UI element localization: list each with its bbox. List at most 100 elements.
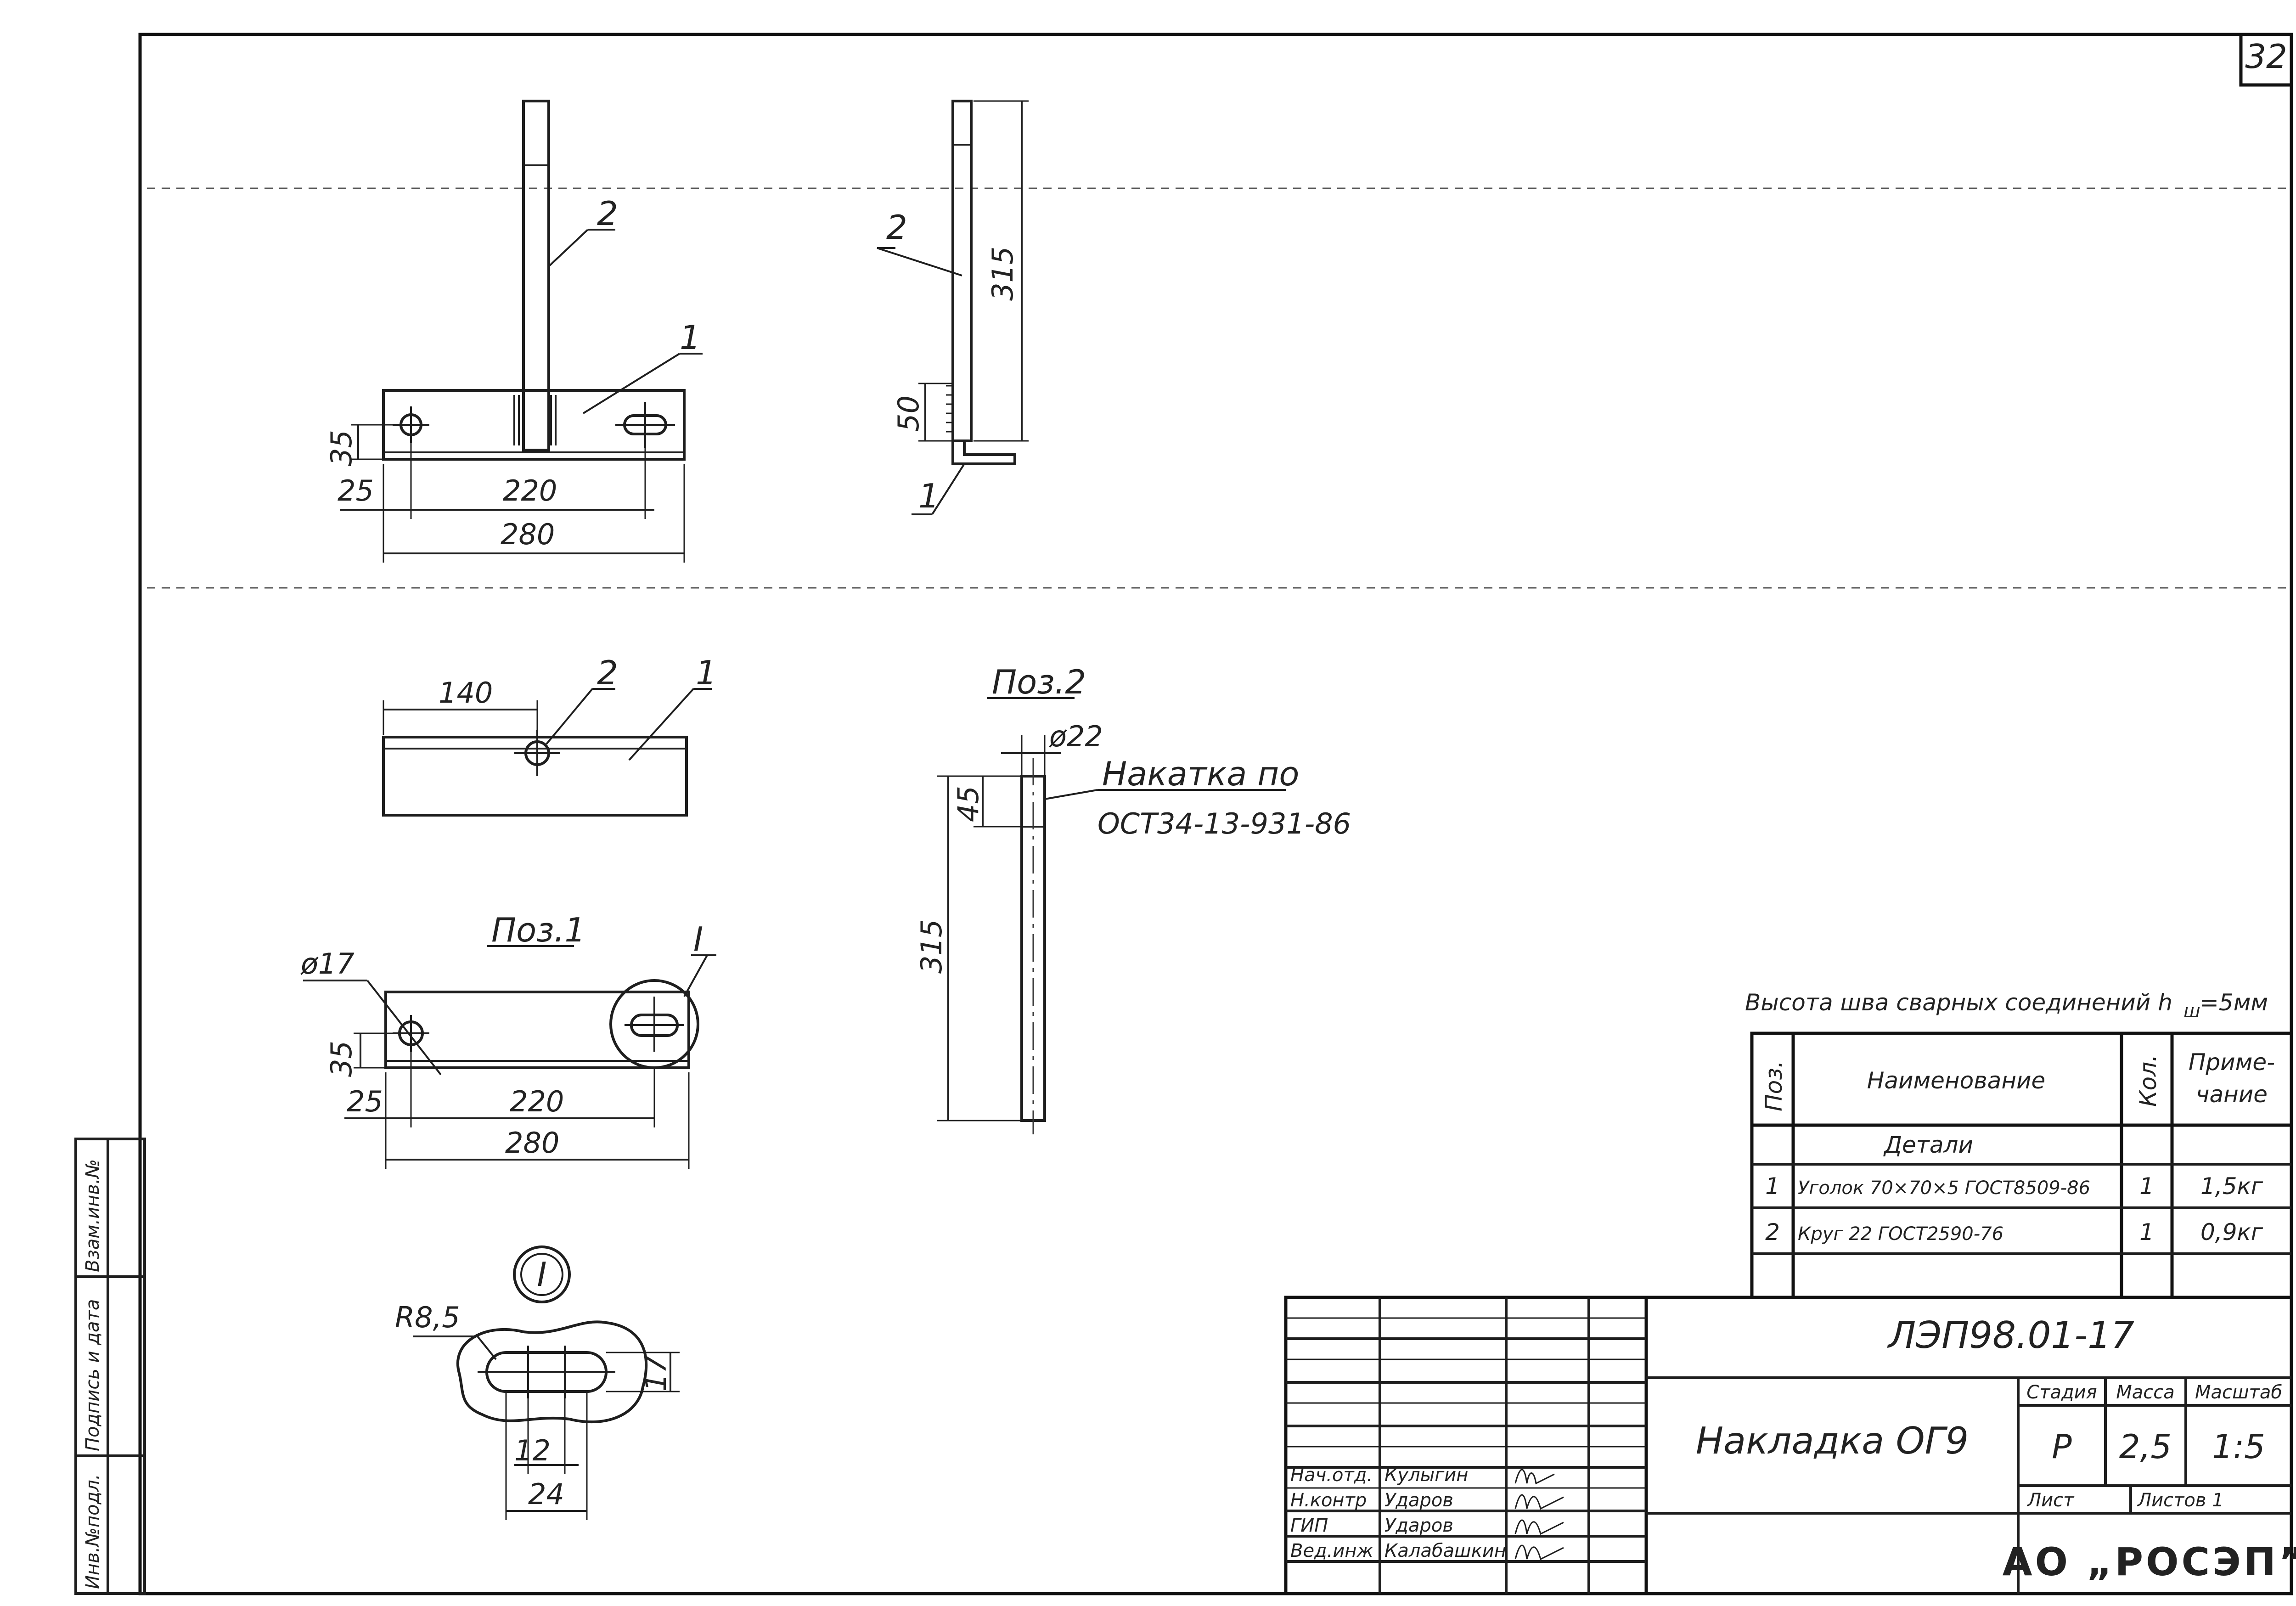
header-stage: Стадия (2026, 1382, 2097, 1403)
angle-top (382, 736, 688, 817)
signature-mark (1514, 1469, 1555, 1485)
spec-row-pos: 2 (1765, 1219, 1780, 1245)
dim-280: 280 (501, 518, 555, 551)
pos1-title: Поз.1 (491, 911, 585, 949)
knurl-note-1: Накатка по (1102, 755, 1299, 793)
signature-row: ГИП Ударов (1290, 1515, 1564, 1536)
knurl-note-2: ОСТ34-13-931-86 (1097, 807, 1351, 840)
weld-note-sub: ш (2183, 1001, 2200, 1022)
dim-R8-5: R8,5 (395, 1301, 460, 1334)
angle-plate-pos1 (384, 991, 690, 1069)
dim-35-pos1: 35 (325, 1041, 358, 1077)
dim-315-side: 315 (986, 247, 1019, 301)
dim-220-pos1: 220 (510, 1085, 564, 1118)
side-view: 315 50 2 1 (877, 100, 1029, 515)
stamp-inv-original: Инв.№подл. (82, 1474, 103, 1589)
spec-table: Поз. Наименование Кол. Приме- чание Дета… (1750, 1031, 2293, 1299)
signature-name: Ударов (1384, 1490, 1453, 1511)
company-name: АО „РОСЭП” (2003, 1539, 2296, 1584)
signature-mark (1514, 1544, 1564, 1561)
pos-label-1-side: 1 (918, 477, 940, 515)
signature-mark (1514, 1494, 1564, 1510)
doc-code: ЛЭП98.01-17 (1887, 1314, 2134, 1357)
stamp-replace-inv: Взам.инв.№ (82, 1159, 103, 1272)
dim-d22: ø22 (1049, 720, 1103, 753)
signature-role: ГИП (1290, 1515, 1328, 1536)
dim-25-pos1: 25 (347, 1085, 383, 1118)
signature-name: Кулыгин (1384, 1465, 1468, 1486)
stage-value: Р (2052, 1427, 2072, 1466)
pos-label-2-side: 2 (886, 208, 907, 247)
dim-35: 35 (325, 430, 358, 466)
dim-d17: ø17 (300, 947, 355, 981)
detail-mark-circle (513, 1245, 571, 1303)
dim-280-pos1: 280 (505, 1126, 559, 1160)
stamp-signature-date: Подпись и дата (82, 1299, 103, 1451)
dim-140: 140 (439, 676, 493, 710)
signature-mark (1514, 1519, 1564, 1535)
sheet-number-box (2239, 33, 2293, 87)
side-stamp: Инв.№подл. Подпись и дата Взам.инв.№ (74, 1138, 146, 1595)
sheet-label: Лист (2026, 1490, 2075, 1511)
header-scale: Масштаб (2195, 1382, 2282, 1403)
knurl-zone (523, 100, 550, 166)
detail-breakout (456, 1320, 648, 1424)
spec-header-qty: Кол. (2135, 1054, 2161, 1107)
scale-value: 1:5 (2212, 1427, 2265, 1466)
pos-label-2: 2 (597, 194, 618, 233)
spec-row-pos: 1 (1765, 1173, 1780, 1200)
dim-17: 17 (639, 1355, 673, 1392)
dim-24: 24 (528, 1477, 564, 1511)
weld-note-value: =5мм (2200, 989, 2268, 1016)
weld-note-text: Высота шва сварных соединений h (1745, 989, 2172, 1016)
signature-role: Н.контр (1290, 1490, 1367, 1511)
pos2-view: Поз.2 ø22 45 315 Накатка по ОСТ34-13-931… (915, 663, 1351, 1134)
dim-12: 12 (514, 1434, 551, 1467)
spec-row: 1 Уголок 70×70×5 ГОСТ8509-86 1 1,5кг (1765, 1173, 2263, 1200)
weld-note: Высота шва сварных соединений h ш =5мм (1745, 989, 2268, 1022)
pos-label-1: 1 (680, 318, 701, 357)
part-title: Накладка ОГ9 (1696, 1420, 1969, 1462)
spec-row-name: Круг 22 ГОСТ2590-76 (1798, 1223, 2003, 1245)
pos-label-2-top: 2 (597, 654, 618, 692)
dim-25: 25 (338, 474, 374, 507)
spec-row-note: 1,5кг (2200, 1173, 2263, 1200)
signature-name: Калабашкин (1384, 1540, 1506, 1561)
top-view: 140 2 1 (382, 654, 717, 817)
pos2-title: Поз.2 (992, 663, 1086, 701)
signature-row: Н.контр Ударов (1290, 1490, 1564, 1511)
spec-row: 2 Круг 22 ГОСТ2590-76 1 0,9кг (1765, 1219, 2263, 1245)
spec-header-note-2: чание (2196, 1081, 2268, 1108)
knurl-zone-side (952, 100, 972, 146)
spec-header-note-1: Приме- (2189, 1049, 2275, 1076)
signature-row: Вед.инж Калабашкин (1290, 1540, 1564, 1561)
signature-name: Ударов (1384, 1515, 1453, 1536)
dim-50: 50 (892, 395, 925, 432)
spec-row-qty: 1 (2139, 1219, 2154, 1245)
dim-315-pos2: 315 (915, 919, 948, 974)
sheets-label: Листов 1 (2137, 1490, 2224, 1511)
detail-I-view: I R8,5 17 12 24 (395, 1245, 680, 1520)
spec-header-pos: Поз. (1761, 1060, 1787, 1111)
rod-side (951, 100, 973, 442)
pos-label-1-top: 1 (696, 654, 717, 692)
spec-row-name: Уголок 70×70×5 ГОСТ8509-86 (1798, 1178, 2090, 1199)
title-block: Нач.отд. Кулыгин Н.контр Ударов ГИП Удар… (1284, 1296, 2296, 1595)
mass-value: 2,5 (2119, 1427, 2172, 1466)
sheet-number: 32 (2245, 37, 2287, 76)
angle-section (951, 441, 1016, 465)
signature-role: Нач.отд. (1290, 1465, 1373, 1486)
signature-row: Нач.отд. Кулыгин (1290, 1465, 1555, 1486)
dim-220: 220 (503, 474, 557, 507)
spec-row-qty: 1 (2139, 1173, 2154, 1200)
signature-role: Вед.инж (1290, 1540, 1373, 1561)
rod (522, 100, 550, 451)
spec-header-name: Наименование (1867, 1067, 2046, 1094)
detail-mark-I: I (693, 920, 703, 958)
spec-section: Детали (1883, 1132, 1973, 1158)
dim-45: 45 (951, 786, 985, 822)
front-view: 2 1 35 25 220 280 (325, 100, 703, 563)
sheet-frame (138, 33, 2293, 1595)
